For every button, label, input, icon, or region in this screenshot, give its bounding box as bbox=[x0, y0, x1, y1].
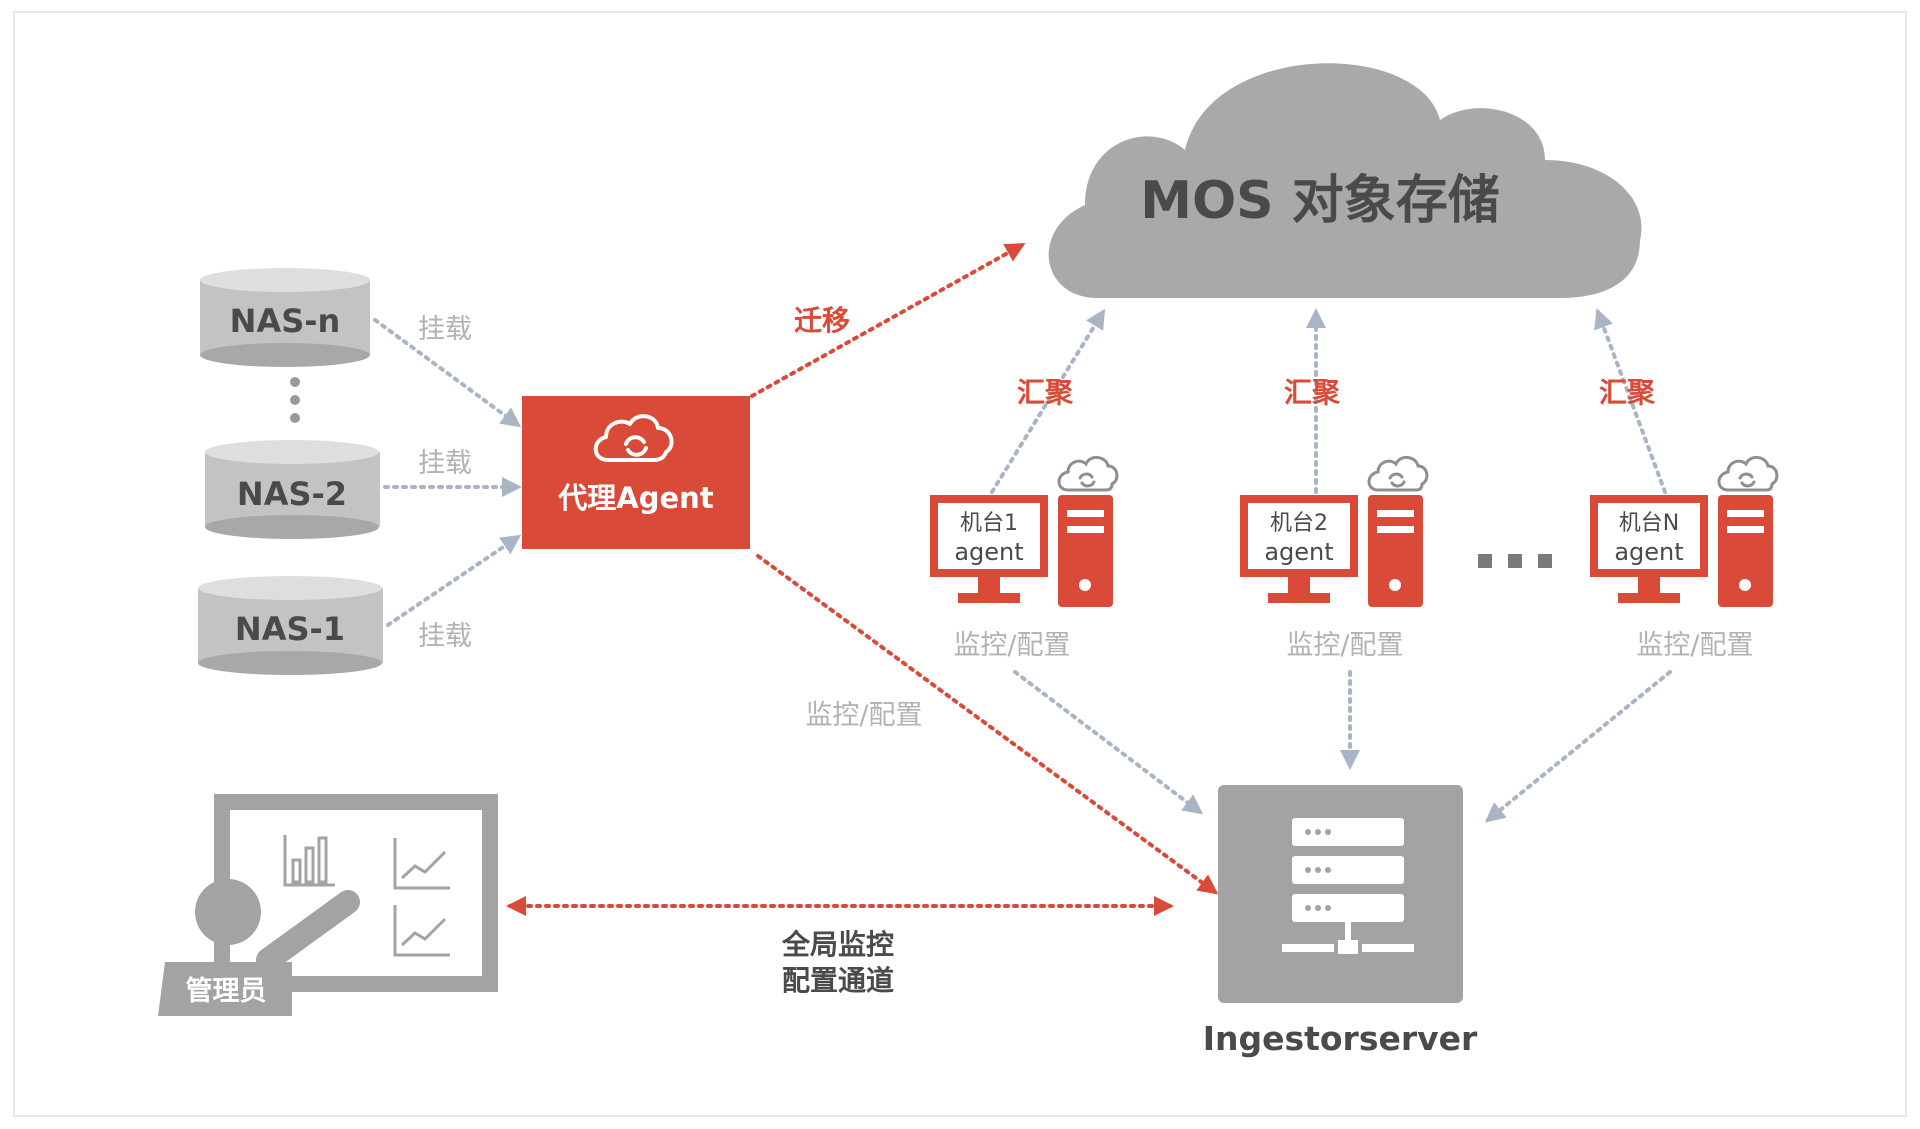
nas-vertical-ellipsis bbox=[290, 377, 300, 423]
proxy-agent-label: 代理Agent bbox=[557, 481, 714, 515]
tower-icon bbox=[1058, 495, 1113, 607]
migrate-label: 迁移 bbox=[794, 304, 850, 337]
bar-chart-icon bbox=[283, 835, 335, 887]
admin-pointer-arm bbox=[256, 890, 360, 972]
cloud-sync-icon bbox=[1717, 456, 1779, 492]
machine-name: 机台N bbox=[1619, 511, 1679, 536]
aggregate-label: 汇聚 bbox=[1284, 376, 1341, 409]
monitor-to-server-arrow bbox=[1013, 670, 1204, 815]
nas-n-label: NAS-n bbox=[230, 302, 341, 340]
cloud-sync-icon bbox=[1367, 456, 1429, 492]
aggregate-arrow bbox=[990, 308, 1106, 494]
monitor-config-label: 监控/配置 bbox=[1636, 630, 1753, 661]
ingestor-server: Ingestorserver bbox=[1203, 785, 1478, 1058]
diagram-frame bbox=[13, 11, 1907, 1117]
tower-icon bbox=[1718, 495, 1773, 607]
nas-2-label: NAS-2 bbox=[237, 475, 347, 513]
machine-agent-label: agent bbox=[1264, 538, 1333, 566]
tower-icon bbox=[1368, 495, 1423, 607]
mount-arrow-nas-n bbox=[373, 318, 522, 428]
proxy-to-server-arrow bbox=[756, 554, 1219, 895]
machine-name: 机台1 bbox=[960, 511, 1018, 536]
aggregate-arrow bbox=[1594, 308, 1667, 494]
cloud-sync-icon bbox=[593, 414, 674, 462]
machine-name: 机台2 bbox=[1270, 511, 1328, 536]
cloud-sync-icon bbox=[1057, 456, 1119, 492]
admin-figure: 管理员 bbox=[158, 794, 498, 1016]
nas-n: NAS-n bbox=[200, 268, 370, 367]
machine-agent-label: agent bbox=[1614, 538, 1683, 566]
aggregate-label: 汇聚 bbox=[1599, 376, 1656, 409]
server-rack-icon bbox=[1282, 818, 1414, 954]
line-chart-icon-bottom bbox=[393, 905, 450, 957]
migrate-arrow bbox=[750, 243, 1026, 398]
admin-label: 管理员 bbox=[186, 976, 267, 1007]
mount-label-nas-2: 挂载 bbox=[418, 448, 472, 479]
monitor-config-label: 监控/配置 bbox=[953, 630, 1070, 661]
proxy-monitor-label: 监控/配置 bbox=[805, 700, 922, 731]
mount-arrow-nas-1 bbox=[386, 534, 522, 627]
machines: 汇聚机台1agent监控/配置汇聚机台2agent监控/配置汇聚机台Nagent… bbox=[930, 308, 1779, 823]
cloud-label: MOS 对象存储 bbox=[1140, 171, 1500, 231]
aggregate-label: 汇聚 bbox=[1017, 376, 1074, 409]
nas-1: NAS-1 bbox=[198, 576, 383, 675]
machines-horizontal-ellipsis bbox=[1478, 554, 1552, 568]
nas-1-label: NAS-1 bbox=[235, 610, 345, 648]
proxy-agent-box: 代理Agent bbox=[522, 396, 750, 549]
admin-head-icon bbox=[195, 879, 261, 945]
line-chart-icon-top bbox=[393, 838, 450, 890]
admin-body bbox=[158, 962, 292, 1016]
channel-label-line2: 配置通道 bbox=[782, 964, 894, 997]
channel-label-line1: 全局监控 bbox=[781, 928, 894, 961]
cloud-storage: MOS 对象存储 bbox=[1048, 63, 1642, 298]
monitor-to-server-arrow bbox=[1484, 670, 1672, 823]
mount-label-nas-1: 挂载 bbox=[418, 621, 472, 652]
machine-agent-label: agent bbox=[954, 538, 1023, 566]
mount-label-nas-n: 挂载 bbox=[418, 314, 472, 345]
cloud-shape bbox=[1048, 63, 1642, 298]
monitor-config-label: 监控/配置 bbox=[1286, 630, 1403, 661]
server-label: Ingestorserver bbox=[1203, 1019, 1478, 1058]
nas-2: NAS-2 bbox=[205, 440, 380, 539]
